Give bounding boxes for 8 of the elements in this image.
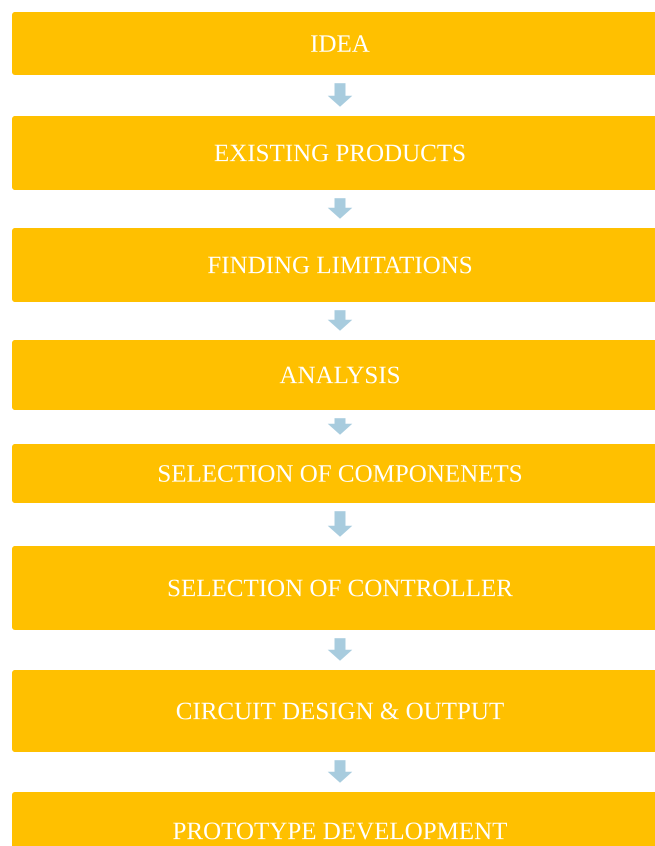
- process-box: SELECTION OF CONTROLLER: [12, 546, 655, 630]
- process-box: PROTOTYPE DEVELOPMENT: [12, 792, 655, 846]
- process-box: SELECTION OF COMPONENETS: [12, 444, 655, 503]
- process-box: IDEA: [12, 12, 655, 75]
- process-box: ANALYSIS: [12, 340, 655, 410]
- process-box: FINDING LIMITATIONS: [12, 228, 655, 302]
- process-box: CIRCUIT DESIGN & OUTPUT: [12, 670, 655, 752]
- process-box: EXISTING PRODUCTS: [12, 116, 655, 190]
